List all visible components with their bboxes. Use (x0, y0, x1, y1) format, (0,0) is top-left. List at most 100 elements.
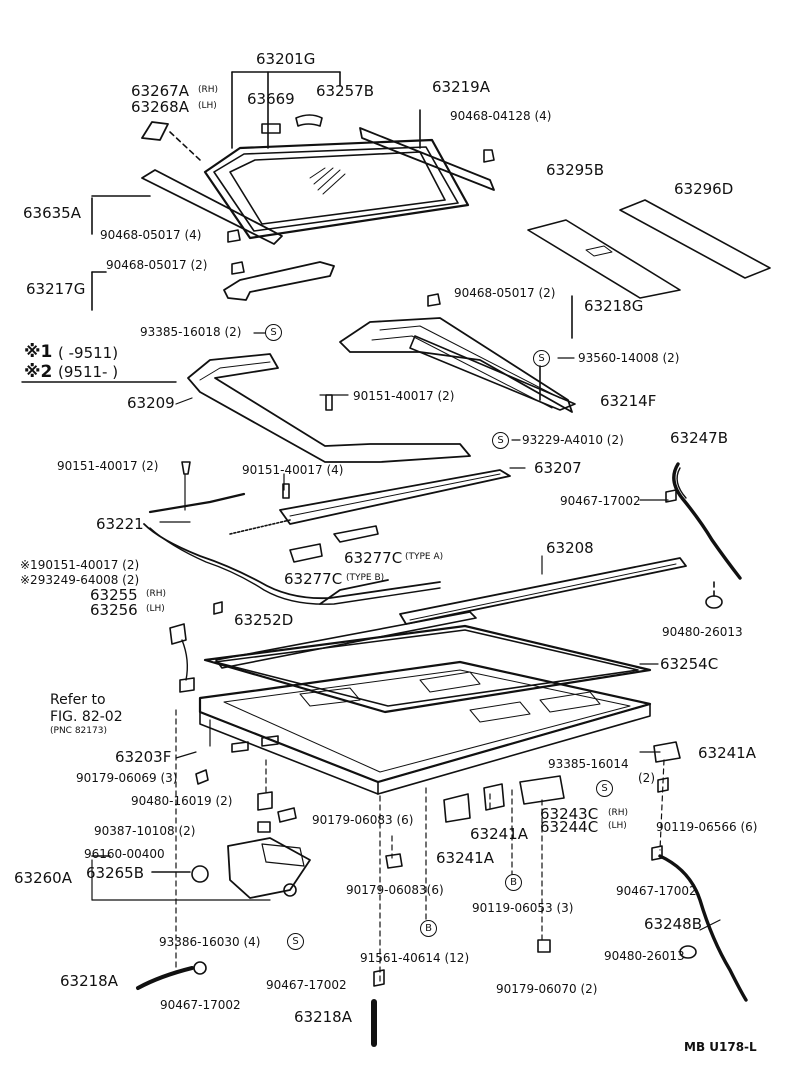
label-63267a: 63267A (131, 82, 189, 100)
housing-63203f (198, 660, 652, 795)
label-90119-06053: 90119-06053 (3) (472, 901, 574, 915)
label-63243c: 63243C (540, 805, 599, 823)
screw-90151-40017-c (181, 461, 191, 475)
label-90480-26013-b: 90480-26013 (604, 949, 685, 963)
screw-90151-40017-a (325, 394, 333, 411)
clip-90467-17002-a (665, 489, 677, 503)
label-90468-05017-2b: 90468-05017 (2) (454, 286, 556, 300)
label-63268a: 63268A (131, 98, 189, 116)
nut-90468-05017-a (227, 229, 241, 243)
label-93385-16014-qty: (2) (638, 771, 655, 785)
label-63248b: 63248B (644, 915, 703, 933)
label-63241a-mid2: 63241A (436, 849, 494, 867)
label-63277c-a: 63277C (344, 549, 403, 567)
s-badge-4: S (596, 780, 613, 797)
label-90387-10108: 90387-10108 (2) (94, 824, 196, 838)
reference-line-2: FIG. 82-02 (50, 709, 123, 725)
connector (169, 601, 223, 693)
shade-63296d (619, 199, 771, 279)
legend-mark-2: ※2 (24, 362, 53, 382)
label-63256-note: (LH) (146, 604, 165, 614)
label-63218g: 63218G (584, 297, 644, 315)
label-96160-00400: 96160-00400 (84, 847, 165, 861)
label-63256: 63256 (90, 601, 138, 619)
label-90119-06566: 90119-06566 (6) (656, 820, 758, 834)
leaders (91, 332, 669, 901)
clip-63277c-a (333, 525, 379, 543)
pad-63669 (261, 123, 281, 134)
label-190151-40017: ※190151-40017 (2) (20, 558, 140, 572)
label-63265b: 63265B (86, 864, 145, 882)
deflector-63252d (215, 611, 477, 669)
label-63277c-b: 63277C (284, 570, 343, 588)
clip-63267a (141, 121, 201, 161)
label-63247b: 63247B (670, 429, 729, 447)
slider-63207 (229, 469, 511, 535)
label-63209: 63209 (127, 394, 175, 412)
diagram-code: MB U178-L (684, 1040, 757, 1054)
label-90467-17002-c: 90467-17002 (160, 998, 241, 1012)
label-63277c-b-note: (TYPE B) (346, 573, 385, 583)
rail-63635a (91, 169, 283, 245)
label-63244c: 63244C (540, 818, 599, 836)
label-63296d: 63296D (674, 180, 734, 198)
label-90468-05017-2a: 90468-05017 (2) (106, 258, 208, 272)
s-badge-1: S (265, 324, 282, 341)
dashed-leaders (175, 709, 665, 985)
label-63252d: 63252D (234, 611, 294, 629)
label-63214f: 63214F (600, 392, 657, 410)
bracket-63201g (231, 71, 341, 149)
rail-63214f (409, 335, 576, 411)
guide-63218g (339, 295, 573, 413)
label-90151-40017-2b: 90151-40017 (2) (57, 459, 159, 473)
label-90179-06083-b: 90179-06083(6) (346, 883, 444, 897)
hose-63248b (658, 854, 748, 1002)
legend-mark-1: ※1 (24, 342, 53, 362)
bracket-63217g (91, 261, 335, 311)
s-badge-3: S (492, 432, 509, 449)
label-63295b: 63295B (546, 161, 605, 179)
nut-90468-05017-c (427, 293, 441, 307)
label-90179-06083-a: 90179-06083 (6) (312, 813, 414, 827)
label-63208: 63208 (546, 539, 594, 557)
label-63255: 63255 (90, 586, 138, 604)
label-90151-40017-2a: 90151-40017 (2) (353, 389, 455, 403)
label-63207: 63207 (534, 459, 582, 477)
label-63244c-note: (LH) (608, 821, 627, 831)
label-63203f: 63203F (115, 748, 172, 766)
grommet-90480-26013-b (679, 945, 697, 959)
label-90467-17002-a: 90467-17002 (560, 494, 641, 508)
label-63218a-bottom: 63218A (294, 1008, 352, 1026)
pad-63257b (295, 114, 323, 127)
label-91561-40614: 91561-40614 (12) (360, 951, 470, 965)
label-93386-16030: 93386-16030 (4) (159, 935, 261, 949)
label-63254c: 63254C (660, 655, 719, 673)
b-badge-2: B (420, 920, 437, 937)
label-63267a-note: (RH) (198, 85, 219, 95)
label-63257b: 63257B (316, 82, 375, 100)
label-90480-16019: 90480-16019 (2) (131, 794, 233, 808)
strip-63219a (359, 109, 495, 191)
label-93560-14008: 93560-14008 (2) (578, 351, 680, 365)
label-63669: 63669 (247, 90, 295, 108)
label-90480-26013-a: 90480-26013 (662, 625, 743, 639)
label-90468-04128: 90468-04128 (4) (450, 109, 552, 123)
screw-90151-40017-b (282, 483, 290, 499)
label-63243c-note: (RH) (608, 808, 629, 818)
rail-63208 (399, 557, 687, 625)
label-90467-17002-b: 90467-17002 (616, 884, 697, 898)
label-63218a-left: 63218A (60, 972, 118, 990)
small-parts (195, 735, 681, 987)
label-63255-note: (RH) (146, 589, 167, 599)
hose-63247b (672, 462, 742, 601)
label-293249-64008: ※293249-64008 (2) (20, 573, 140, 587)
seal-63254c (203, 624, 652, 714)
clip-63277c-b (289, 543, 323, 563)
nut-90468-05017-b (231, 261, 245, 275)
label-90179-06069: 90179-06069 (3) (76, 771, 178, 785)
s-badge-2: S (533, 350, 550, 367)
label-90179-06070: 90179-06070 (2) (496, 982, 598, 996)
label-63217g: 63217G (26, 280, 86, 298)
